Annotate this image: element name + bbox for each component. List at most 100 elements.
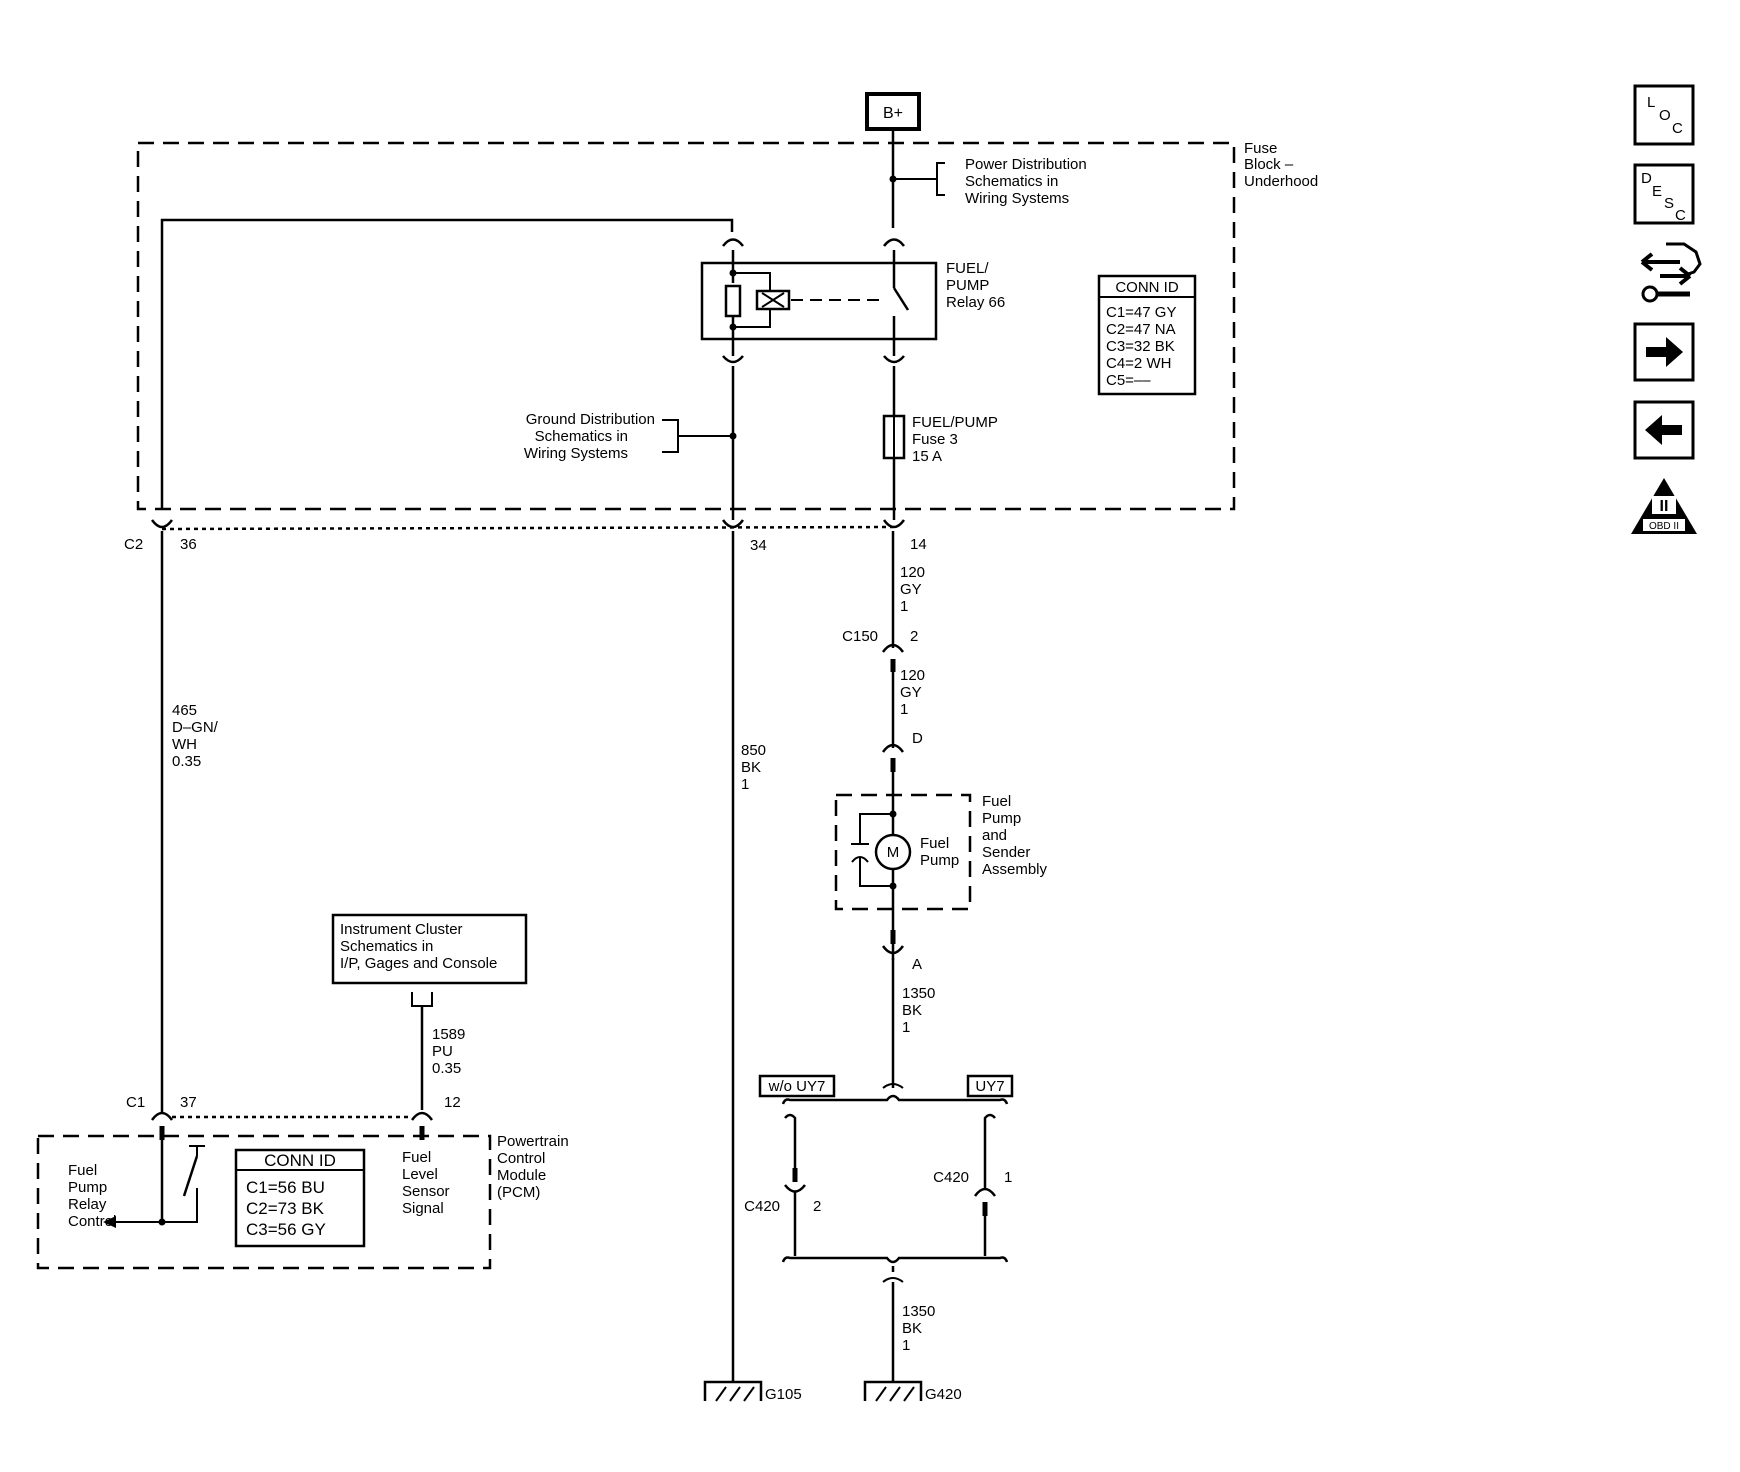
level-signal-label: Sensor <box>402 1183 450 1200</box>
level-signal-label: Fuel <box>402 1149 431 1166</box>
fuse-block-connector-line <box>161 525 894 531</box>
wire-1350-label: 1350 <box>902 985 935 1002</box>
instrument-cluster-text: I/P, Gages and Console <box>340 955 497 972</box>
pcm-conn-id-table <box>234 1148 366 1248</box>
wire-120b-label: 120 <box>900 667 925 684</box>
wire-1589-label: 1589 <box>432 1026 465 1043</box>
battery-positive-label: B+ <box>883 105 903 122</box>
loc-letter: C <box>1672 120 1683 137</box>
ground-g420 <box>863 1380 923 1402</box>
wire-465-label: 0.35 <box>172 753 201 770</box>
instrument-cluster-box <box>331 913 528 985</box>
assembly-label: Sender <box>982 844 1030 861</box>
wire-120-label: 1 <box>900 598 908 615</box>
c420-left-label: C420 <box>744 1198 780 1215</box>
fuse-block-label-3: Underhood <box>1244 173 1318 190</box>
fuse-block-conn-id-table <box>1097 274 1197 396</box>
location-button[interactable]: L O C <box>1633 84 1695 146</box>
ground-ref-text-1: Ground Distribution <box>526 411 655 428</box>
pin-a-label: A <box>912 956 922 973</box>
option-without-uy7-label: w/o UY7 <box>768 1078 826 1095</box>
level-signal-label: Level <box>402 1166 438 1183</box>
assembly-label: Assembly <box>982 861 1048 878</box>
ground-ref-bracket <box>662 419 679 453</box>
power-ref-text-3: Wiring Systems <box>965 190 1069 207</box>
wire-850-label: BK <box>741 759 761 776</box>
wire-1350b-label: 1350 <box>902 1303 935 1320</box>
option-with-uy7-label: UY7 <box>975 1078 1004 1095</box>
pcm-label: (PCM) <box>497 1184 540 1201</box>
wire-1350b-label: 1 <box>902 1337 910 1354</box>
c150-label: C150 <box>842 628 878 645</box>
pcm-label: Powertrain <box>497 1133 569 1150</box>
pin-36-label: 36 <box>180 536 197 553</box>
fuse-conn-id-row: C1=47 GY <box>1106 304 1176 321</box>
option-merge-bracket <box>781 1256 1009 1264</box>
pcm-conn-id-row: C1=56 BU <box>246 1178 325 1197</box>
ground-g420-label: G420 <box>925 1386 962 1403</box>
fuse-label-3: 15 A <box>912 448 942 465</box>
wire-1350b-label: BK <box>902 1320 922 1337</box>
diagnostic-tools-icon[interactable] <box>1640 242 1702 303</box>
fuel-pump-label: Fuel <box>920 835 949 852</box>
fuse-label-1: FUEL/PUMP <box>912 414 998 431</box>
fuse-block-boundary <box>136 141 1236 511</box>
ground-g105-label: G105 <box>765 1386 802 1403</box>
ground-g105 <box>703 1380 763 1402</box>
fuse-conn-id-row: C4=2 WH <box>1106 355 1171 372</box>
fuel-pump-assembly-boundary <box>834 793 972 911</box>
relay-control-label: Fuel <box>68 1162 97 1179</box>
instrument-cluster-text: Instrument Cluster <box>340 921 463 938</box>
next-page-arrow-icon[interactable] <box>1633 322 1695 382</box>
relay-coil-control-wire <box>160 218 734 510</box>
desc-letter: D <box>1641 170 1652 187</box>
relay-control-label: Relay <box>68 1196 107 1213</box>
description-button[interactable]: D E S C <box>1633 163 1695 225</box>
wire-850-label: 1 <box>741 776 749 793</box>
motor-symbol: M <box>887 844 900 861</box>
loc-letter: L <box>1647 94 1655 111</box>
wire-465-label: D–GN/ <box>172 719 219 736</box>
wire-465-label: WH <box>172 736 197 753</box>
pcm-label: Control <box>497 1150 545 1167</box>
c420-right-label: C420 <box>933 1169 969 1186</box>
fuse-conn-id-row: C2=47 NA <box>1106 321 1176 338</box>
fuse-conn-id-row: C3=32 BK <box>1106 338 1175 355</box>
wire-1350-label: BK <box>902 1002 922 1019</box>
c1-label: C1 <box>126 1094 145 1111</box>
pcm-conn-id-title: CONN ID <box>264 1151 336 1170</box>
fuse-block-label-2: Block – <box>1244 156 1294 173</box>
pin-14-label: 14 <box>910 536 927 553</box>
relay-control-label: Control <box>68 1213 116 1230</box>
instrument-cluster-text: Schematics in <box>340 938 433 955</box>
power-ref-text-2: Schematics in <box>965 173 1058 190</box>
ground-ref-text-2: Schematics in <box>535 428 628 445</box>
desc-letter: E <box>1652 183 1662 200</box>
wire-120-label: GY <box>900 581 922 598</box>
wire-120b-label: 1 <box>900 701 908 718</box>
option-split-bracket <box>781 1094 1009 1105</box>
wire-1350-label: 1 <box>902 1019 910 1036</box>
option-with-uy7 <box>966 1074 1014 1098</box>
ground-ref-text-3: Wiring Systems <box>524 445 628 462</box>
assembly-label: Fuel <box>982 793 1011 810</box>
wire-120b-label: GY <box>900 684 922 701</box>
previous-page-arrow-icon[interactable] <box>1633 400 1695 460</box>
wire-1589-label: 0.35 <box>432 1060 461 1077</box>
obd-ii-icon[interactable]: II OBD II <box>1631 478 1697 534</box>
power-ref-text-1: Power Distribution <box>965 156 1087 173</box>
assembly-label: Pump <box>982 810 1021 827</box>
c420-right-pin: 1 <box>1004 1169 1012 1186</box>
wire-465-label: 465 <box>172 702 197 719</box>
loc-letter: O <box>1659 107 1671 124</box>
level-signal-label: Signal <box>402 1200 444 1217</box>
fuse-conn-id-row: C5=–– <box>1106 372 1151 389</box>
c1-pin-37: 37 <box>180 1094 197 1111</box>
assembly-label: and <box>982 827 1007 844</box>
pin-d-label: D <box>912 730 923 747</box>
fuse-block-label-1: Fuse <box>1244 140 1277 157</box>
c150-pin: 2 <box>910 628 918 645</box>
fuel-pump-relay <box>700 261 938 341</box>
power-ref-bracket <box>936 162 945 196</box>
